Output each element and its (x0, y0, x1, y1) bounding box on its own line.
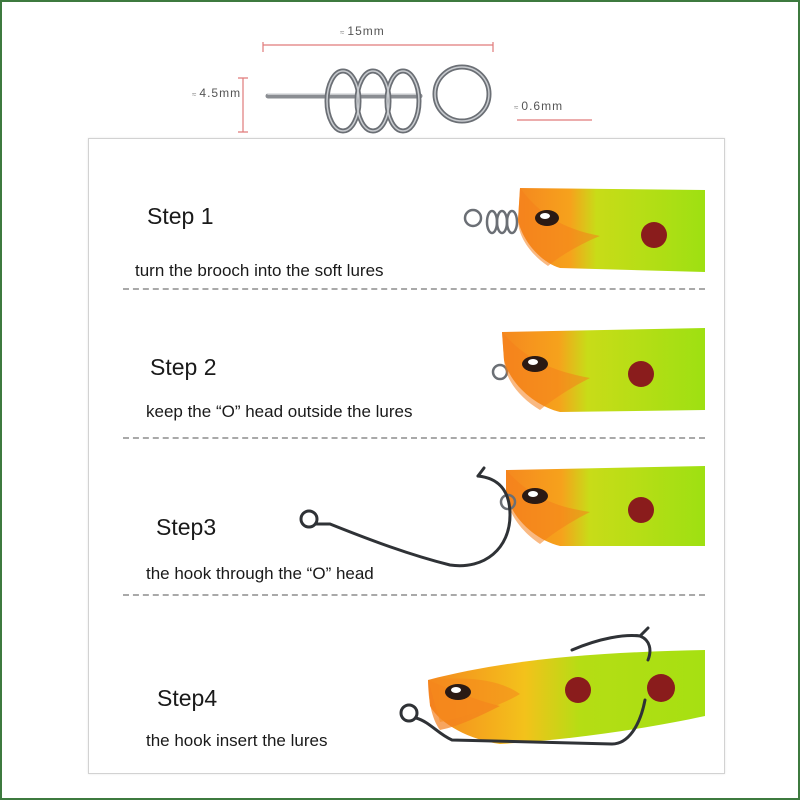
dimension-lines (238, 42, 592, 133)
step-1-lure-image (463, 188, 705, 272)
length-dimension-label: ≈15mm (340, 24, 385, 38)
step-2-title: Step 2 (150, 354, 217, 380)
spring-pin-dimension-diagram (238, 42, 592, 134)
step-1-divider (123, 288, 705, 290)
step-3-divider (123, 594, 705, 596)
wire-dimension-label: ≈0.6mm (514, 99, 564, 113)
step-2-divider (123, 437, 705, 439)
step-4-lure-image (399, 626, 705, 746)
step-1-title: Step 1 (147, 203, 214, 229)
step-3-lure-image (299, 466, 705, 568)
step-4-description: the hook insert the lures (146, 731, 328, 750)
offset-hook-icon (299, 466, 512, 568)
inserted-hook-icon (399, 626, 652, 746)
step-4-title: Step4 (157, 685, 218, 711)
instruction-panel (88, 138, 725, 774)
step-2-lure-image (491, 328, 705, 412)
diameter-dimension-label: ≈4.5mm (192, 86, 242, 100)
step-1-description: turn the brooch into the soft lures (135, 261, 384, 280)
step-3-title: Step3 (156, 514, 217, 540)
step-2-description: keep the “O” head outside the lures (146, 402, 413, 421)
step-3-description: the hook through the “O” head (146, 564, 374, 583)
spring-pin-icon (265, 64, 492, 134)
